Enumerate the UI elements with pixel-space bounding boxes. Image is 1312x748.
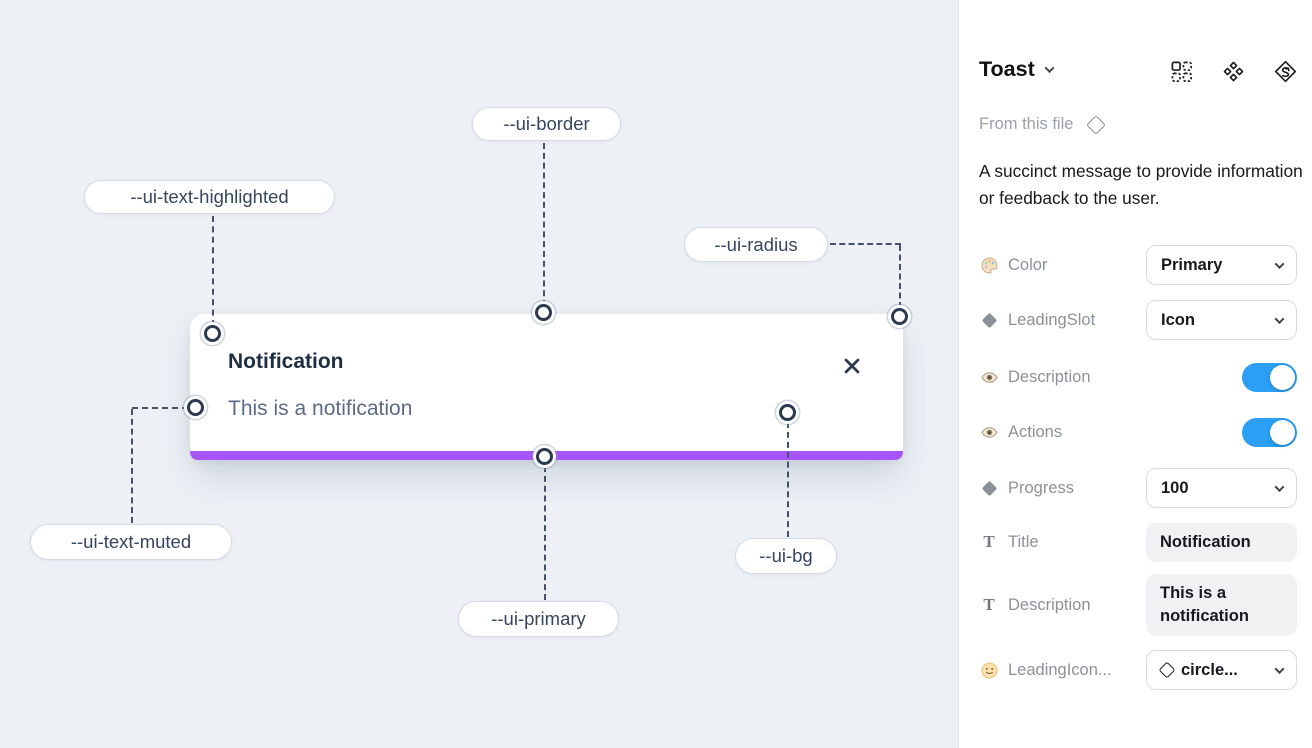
property-row-description-text: T Description This is a notification xyxy=(979,574,1297,636)
anchor-circle-text-highlighted xyxy=(204,325,221,342)
connector-line-text-highlighted xyxy=(212,216,214,326)
chevron-down-icon xyxy=(1274,481,1285,492)
anchor-circle-radius xyxy=(891,308,908,325)
property-row-actions-toggle: Actions xyxy=(979,418,1297,447)
component-button[interactable] xyxy=(1220,60,1246,86)
design-canvas: Notification This is a notification --ui… xyxy=(0,0,958,748)
toast-component: Notification This is a notification xyxy=(190,314,903,460)
property-row-progress: Progress 100 xyxy=(979,468,1297,508)
palette-icon xyxy=(979,256,999,275)
css-var-label-ui-primary: --ui-primary xyxy=(458,601,619,637)
eye-icon xyxy=(979,368,999,387)
property-label: LeadingSlot xyxy=(1008,310,1096,329)
connector-line-radius-h xyxy=(830,243,901,245)
toast-description: This is a notification xyxy=(228,397,413,420)
close-x-icon xyxy=(840,354,864,381)
anchor-circle-bg xyxy=(779,404,796,421)
property-label: Description xyxy=(1008,595,1091,614)
chevron-down-icon xyxy=(1274,663,1285,674)
description-toggle[interactable] xyxy=(1242,363,1297,392)
diamond-icon xyxy=(979,480,999,496)
progress-select[interactable]: 100 xyxy=(1146,468,1297,508)
property-label: LeadingIcon... xyxy=(1008,660,1112,679)
chevron-down-icon xyxy=(1274,258,1285,269)
description-field[interactable]: This is a notification xyxy=(1146,574,1297,636)
chevron-down-icon xyxy=(1274,313,1285,324)
title-field[interactable]: Notification xyxy=(1146,522,1297,562)
source-label: From this file xyxy=(979,115,1074,133)
connector-line-primary xyxy=(544,466,546,600)
diamond-outline-icon xyxy=(1086,114,1107,135)
swap-instance-icon xyxy=(1274,60,1297,86)
connector-line-text-muted-h xyxy=(132,407,188,409)
leadingicon-select[interactable]: circle... xyxy=(1146,650,1297,690)
css-var-label-ui-text-muted: --ui-text-muted xyxy=(30,524,232,560)
property-label: Color xyxy=(1008,255,1048,274)
component-description: A succinct message to provide informatio… xyxy=(979,161,1303,208)
css-var-label-ui-radius: --ui-radius xyxy=(684,227,828,262)
leadingslot-select[interactable]: Icon xyxy=(1146,300,1297,340)
toggle-knob xyxy=(1270,420,1295,445)
toggle-knob xyxy=(1270,365,1295,390)
connector-line-bg xyxy=(787,422,789,537)
css-var-label-ui-bg: --ui-bg xyxy=(735,538,837,574)
source-row: From this file xyxy=(979,114,1107,135)
anchor-circle-primary xyxy=(536,448,553,465)
variant-grid-button[interactable] xyxy=(1168,60,1194,86)
property-row-color: Color Primary xyxy=(979,245,1297,285)
property-row-description-toggle: Description xyxy=(979,363,1297,392)
anchor-circle-border xyxy=(535,304,552,321)
connector-line-text-muted-v xyxy=(131,409,133,523)
connector-line-border xyxy=(543,143,545,306)
variant-grid-icon xyxy=(1170,60,1193,86)
color-select[interactable]: Primary xyxy=(1146,245,1297,285)
property-row-leadingslot: LeadingSlot Icon xyxy=(979,300,1297,340)
toast-title: Notification xyxy=(228,350,344,373)
properties-panel: Toast xyxy=(958,0,1312,748)
css-var-label-ui-border: --ui-border xyxy=(472,107,621,141)
actions-toggle[interactable] xyxy=(1242,418,1297,447)
eye-icon xyxy=(979,423,999,442)
text-icon: T xyxy=(983,595,995,614)
connector-line-radius-v xyxy=(899,245,901,308)
component-selector[interactable]: Toast xyxy=(979,57,1055,82)
property-label: Title xyxy=(1008,532,1039,551)
property-label: Progress xyxy=(1008,478,1075,497)
property-row-leadingicon: LeadingIcon... circle... xyxy=(979,650,1297,690)
panel-title: Toast xyxy=(979,57,1035,81)
css-var-label-ui-text-highlighted: --ui-text-highlighted xyxy=(84,180,335,214)
diamond-icon xyxy=(979,312,999,328)
anchor-circle-text-muted xyxy=(187,399,204,416)
swap-instance-button[interactable] xyxy=(1272,60,1298,86)
text-icon: T xyxy=(983,532,995,551)
property-label: Description xyxy=(1008,368,1091,386)
smiley-icon xyxy=(979,661,999,680)
property-label: Actions xyxy=(1008,423,1063,441)
close-button[interactable] xyxy=(839,354,865,380)
chevron-down-icon xyxy=(1044,63,1055,74)
property-row-title: T Title Notification xyxy=(979,522,1297,562)
diamond-outline-icon xyxy=(1158,661,1176,679)
component-icon xyxy=(1222,60,1245,86)
